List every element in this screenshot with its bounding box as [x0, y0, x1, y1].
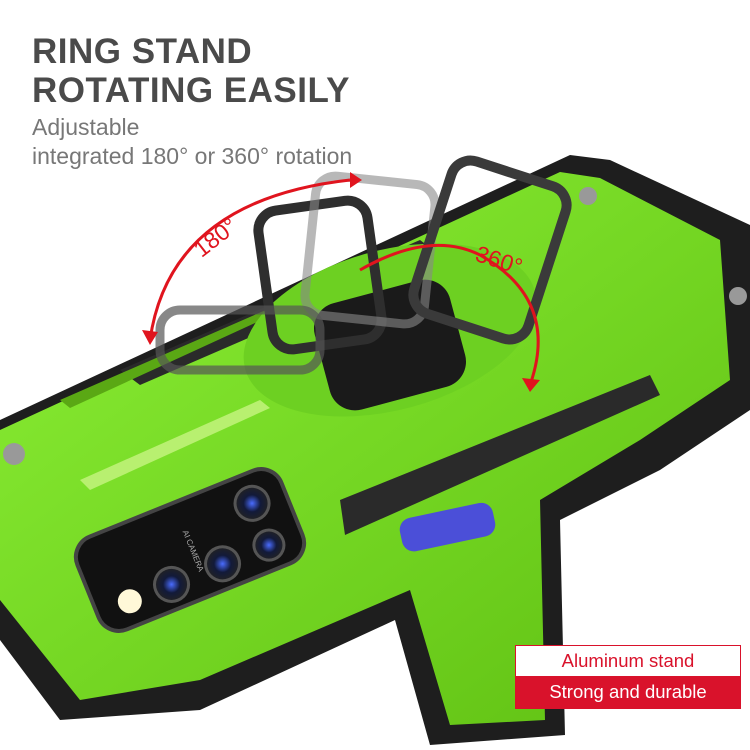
arrow-head — [142, 330, 158, 345]
camera-module: AI CAMERA — [73, 467, 307, 633]
grip-strip-bottom — [340, 375, 660, 535]
subtitle-line-1: Adjustable — [32, 114, 140, 140]
arrow-head — [350, 172, 362, 188]
headline-line-2: ROTATING EASILY — [32, 71, 350, 110]
panel-line — [80, 400, 270, 490]
screw — [3, 443, 25, 465]
feature-badge: Aluminum stand Strong and durable — [515, 645, 741, 709]
ring-stand-flat — [155, 305, 325, 375]
arrow-180 — [148, 178, 351, 341]
screw — [579, 187, 597, 205]
panel-line — [60, 295, 305, 408]
arrow-head — [522, 378, 540, 392]
ring-stand-rotated — [408, 155, 572, 345]
side-button — [399, 502, 496, 552]
subtitle-line-2: integrated 180° or 360° rotation — [32, 143, 353, 169]
rotation-180-label: 180° — [189, 212, 242, 262]
headline-line-1: RING STAND — [32, 32, 253, 71]
arrow-360 — [359, 243, 540, 386]
badge-subtitle: Strong and durable — [516, 676, 740, 708]
screw — [729, 287, 747, 305]
badge-title: Aluminum stand — [516, 646, 740, 676]
